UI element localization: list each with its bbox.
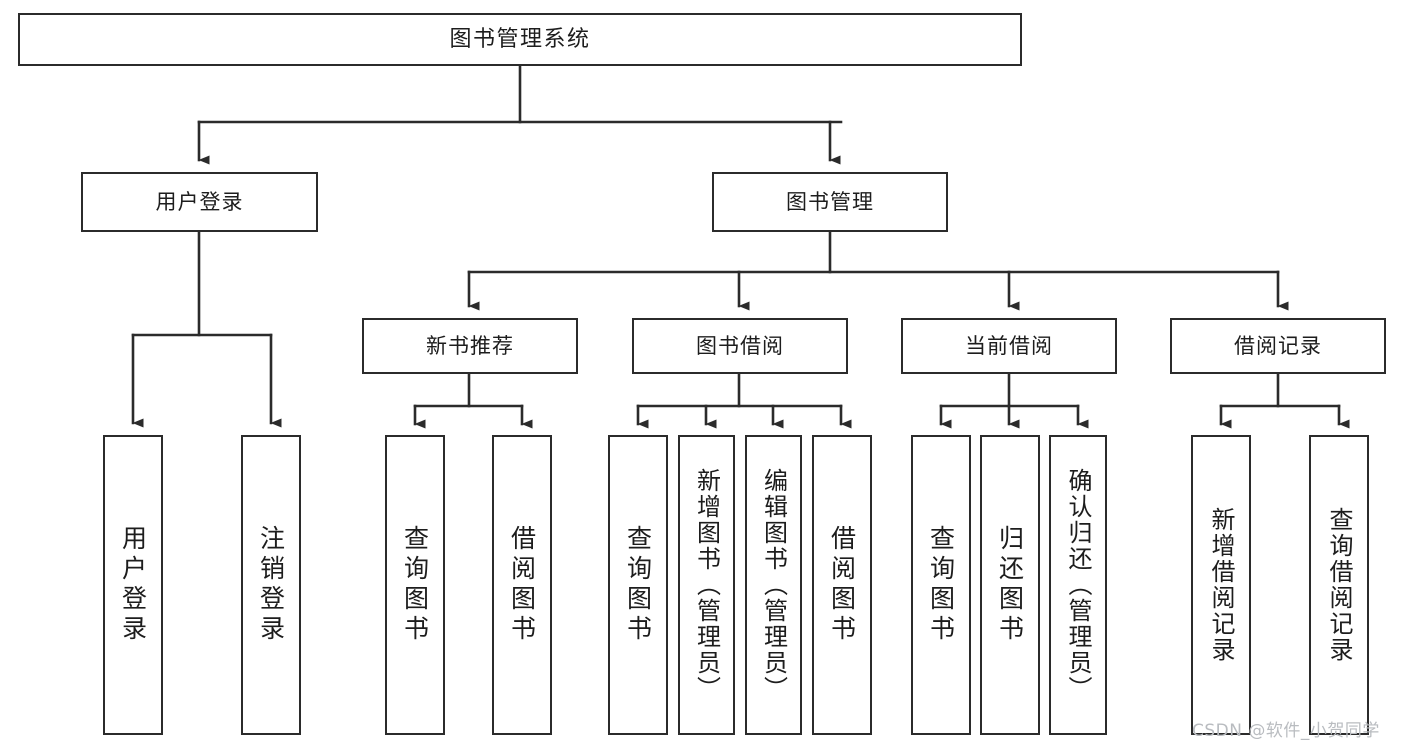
leaf-query-record[interactable]: 查询借阅记录 (1309, 435, 1369, 735)
leaf-query-book-1[interactable]: 查询图书 (385, 435, 445, 735)
leaf-borrow-book-1[interactable]: 借阅图书 (492, 435, 552, 735)
leaf-user-login-label: 用户登录 (118, 525, 148, 645)
leaf-return-book-label: 归还图书 (995, 525, 1025, 645)
leaf-borrow-book-1-label: 借阅图书 (507, 525, 537, 645)
leaf-query-book-1-label: 查询图书 (400, 525, 430, 645)
node-current-borrow[interactable]: 当前借阅 (901, 318, 1117, 374)
node-new-book-recommend-label: 新书推荐 (426, 333, 514, 358)
leaf-user-logout-label: 注销登录 (256, 525, 286, 645)
leaf-borrow-book-2-label: 借阅图书 (827, 525, 857, 645)
leaf-query-book-2-label: 查询图书 (623, 525, 653, 645)
node-borrow-record[interactable]: 借阅记录 (1170, 318, 1386, 374)
leaf-add-book[interactable]: 新增图书（管理员） (678, 435, 735, 735)
node-new-book-recommend[interactable]: 新书推荐 (362, 318, 578, 374)
leaf-borrow-book-2[interactable]: 借阅图书 (812, 435, 872, 735)
csdn-watermark: CSDN @软件_小贺同学 (1192, 721, 1380, 741)
leaf-return-book[interactable]: 归还图书 (980, 435, 1040, 735)
leaf-confirm-return-label: 确认归还（管理员） (1064, 468, 1092, 702)
node-book-borrow[interactable]: 图书借阅 (632, 318, 848, 374)
leaf-user-logout[interactable]: 注销登录 (241, 435, 301, 735)
leaf-add-record-label: 新增借阅记录 (1207, 507, 1235, 663)
leaf-query-book-3-label: 查询图书 (926, 525, 956, 645)
leaf-query-book-3[interactable]: 查询图书 (911, 435, 971, 735)
node-root[interactable]: 图书管理系统 (18, 13, 1022, 66)
leaf-edit-book[interactable]: 编辑图书（管理员） (745, 435, 802, 735)
node-book-manage-label: 图书管理 (786, 189, 874, 214)
node-borrow-record-label: 借阅记录 (1234, 333, 1322, 358)
leaf-query-record-label: 查询借阅记录 (1325, 507, 1353, 663)
node-user-login[interactable]: 用户登录 (81, 172, 318, 232)
leaf-add-book-label: 新增图书（管理员） (692, 468, 721, 702)
leaf-confirm-return[interactable]: 确认归还（管理员） (1049, 435, 1107, 735)
node-user-login-label: 用户登录 (155, 189, 244, 214)
leaf-edit-book-label: 编辑图书（管理员） (759, 468, 788, 702)
node-book-borrow-label: 图书借阅 (696, 333, 784, 358)
leaf-user-login[interactable]: 用户登录 (103, 435, 163, 735)
leaf-query-book-2[interactable]: 查询图书 (608, 435, 668, 735)
leaf-add-record[interactable]: 新增借阅记录 (1191, 435, 1251, 735)
node-book-manage[interactable]: 图书管理 (712, 172, 948, 232)
node-current-borrow-label: 当前借阅 (965, 333, 1053, 358)
node-root-label: 图书管理系统 (449, 26, 591, 52)
